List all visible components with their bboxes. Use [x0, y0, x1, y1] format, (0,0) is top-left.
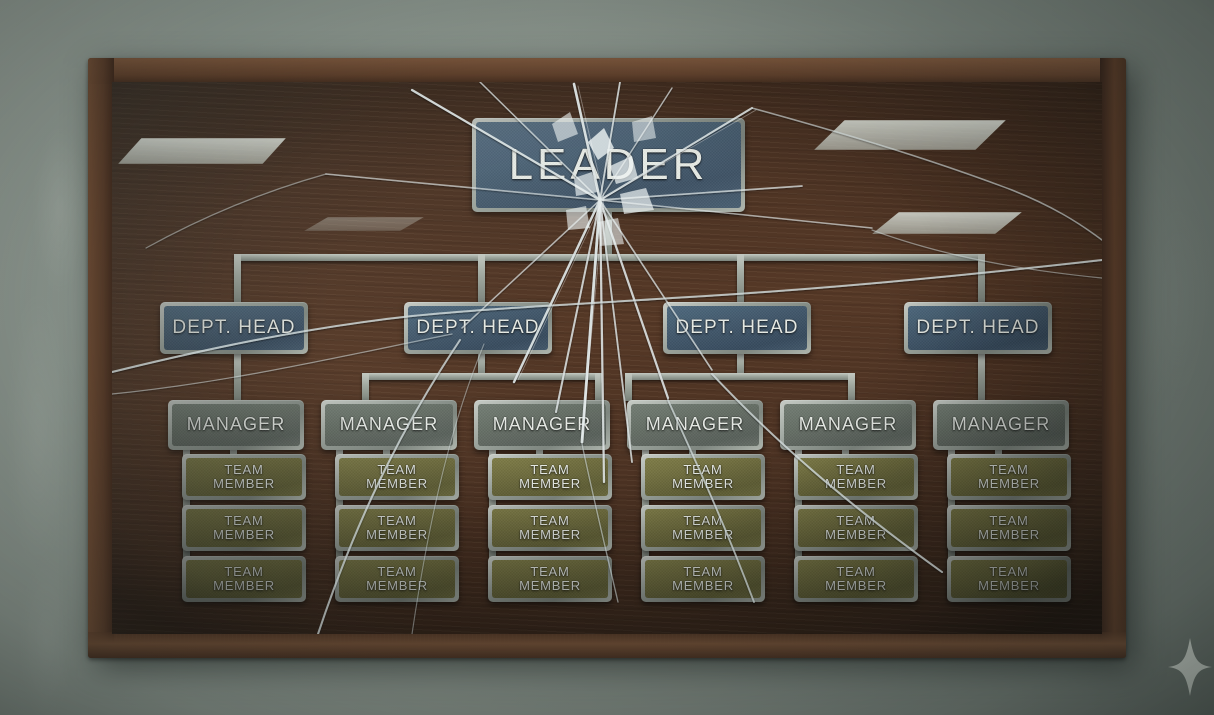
scene-vignette [0, 0, 1214, 715]
scene-root: LEADER DEPT. HEAD DEPT. HEAD DEPT. HEAD … [0, 0, 1214, 715]
